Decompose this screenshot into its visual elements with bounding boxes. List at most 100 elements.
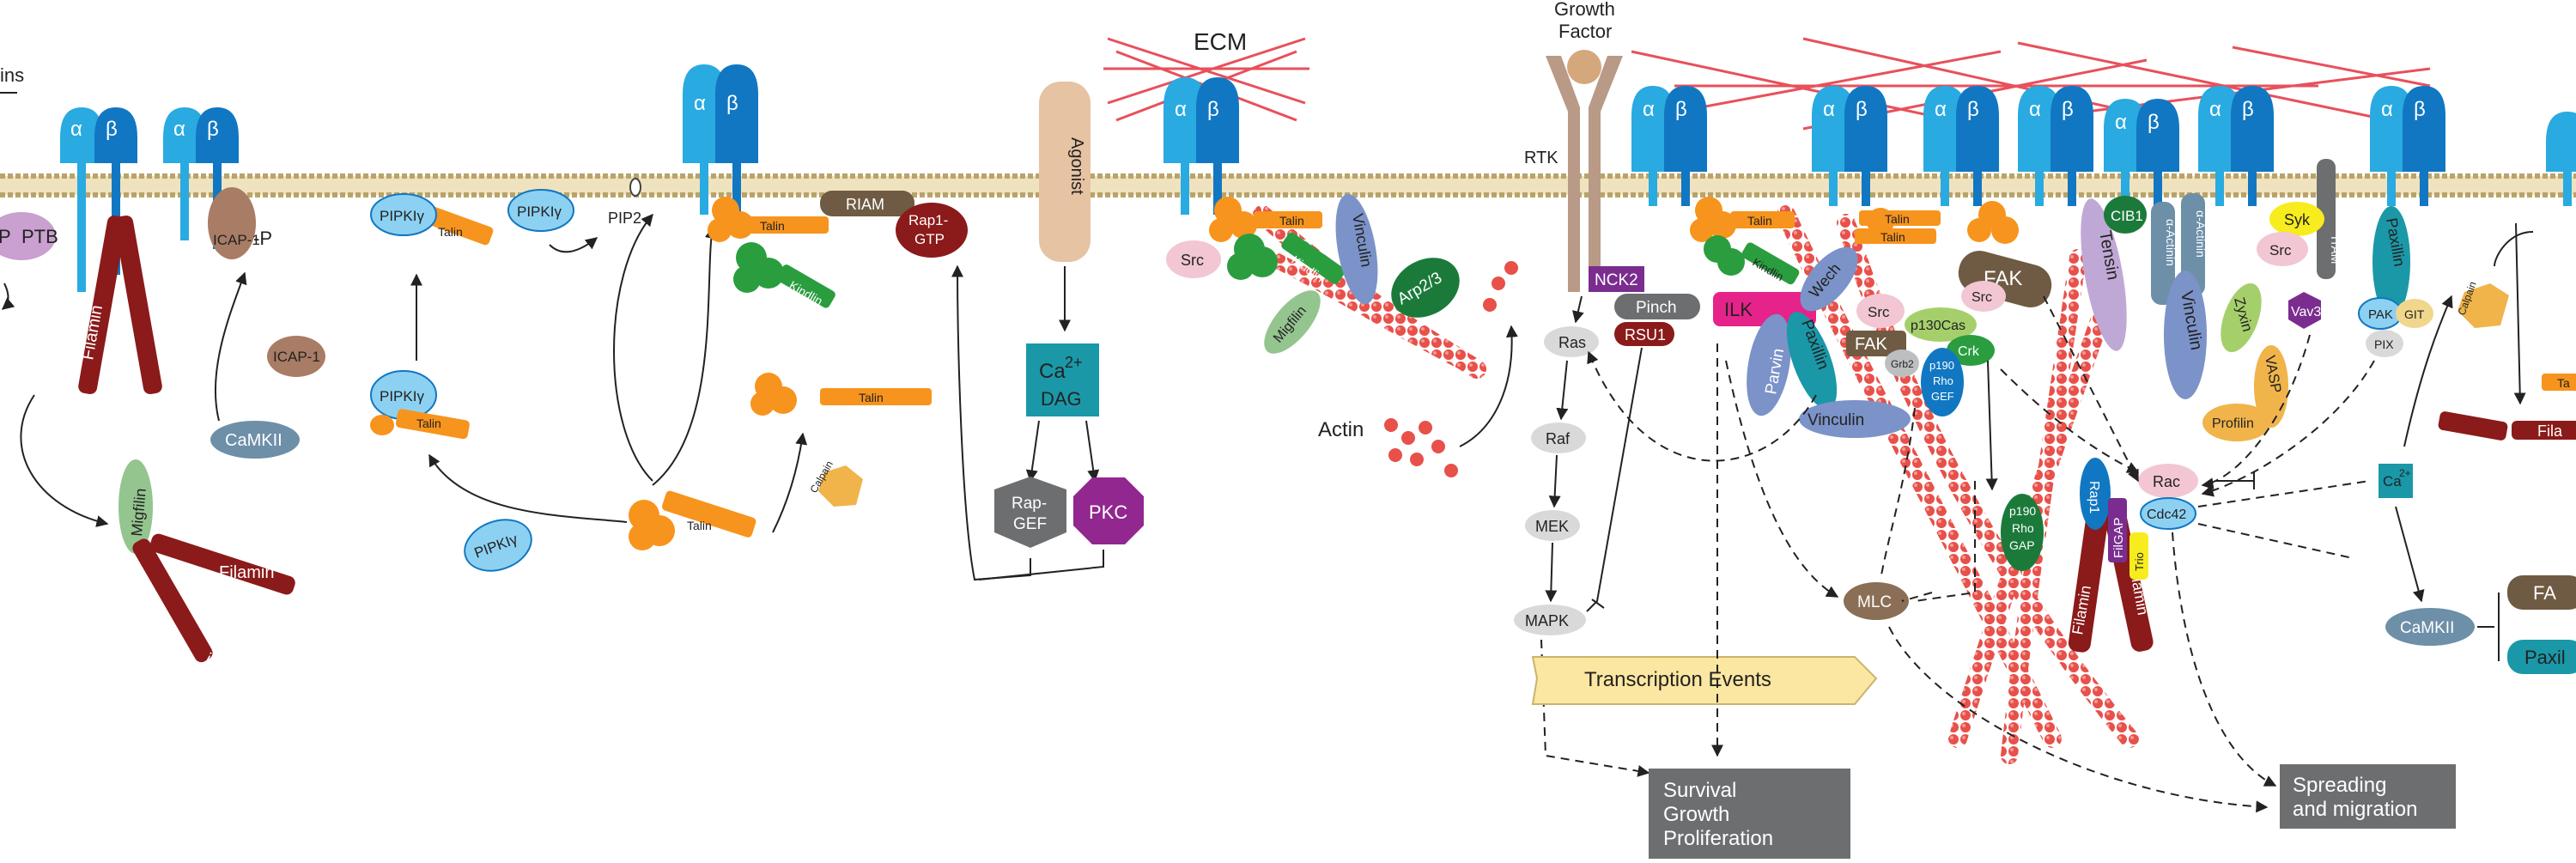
vinculin-right: Vinculin: [2164, 270, 2207, 399]
trio: Trio: [2129, 532, 2148, 580]
rsu1: RSU1: [1614, 322, 1674, 346]
ptb-label: PTB: [21, 226, 58, 247]
icap1-label: ICAP-1: [273, 349, 320, 365]
filamin-label: Fila: [2537, 422, 2563, 440]
filgap-label: FilGAP: [2111, 517, 2126, 558]
pip2-label: PIP2: [608, 210, 641, 227]
talin-label: Talin: [859, 391, 884, 404]
actin-label: Actin: [1318, 418, 1364, 441]
talin-label: Talin: [687, 519, 712, 532]
src-right: Src: [1856, 294, 1905, 328]
src-label: Src: [1868, 304, 1890, 320]
mlc-label: MLC: [1857, 593, 1892, 611]
migfilin-center: Migfilin: [1264, 290, 1321, 354]
integrin-1: α β: [60, 107, 137, 292]
fak-cut-right: FA: [2507, 575, 2576, 610]
integrin-2: α β: [163, 107, 239, 249]
src-label: Src: [2269, 242, 2292, 258]
mek: MEK: [1525, 510, 1580, 541]
spreading-label: Spreading: [2293, 774, 2386, 797]
git-label: GIT: [2404, 307, 2425, 321]
beta-label: β: [2148, 111, 2160, 134]
beta-label: β: [726, 92, 738, 115]
rsu1-label: RSU1: [1625, 326, 1666, 343]
p130cas-label: p130Cas: [1911, 319, 1965, 333]
rap1-right: Rap1: [2080, 458, 2111, 530]
vinculin-right-lower: Vinculin: [1799, 400, 1911, 438]
grb2: Grb2: [1885, 349, 1919, 377]
ras: Ras: [1544, 326, 1599, 357]
ca-dag-box: Ca 2+ DAG: [1026, 343, 1099, 416]
vinculin-label: Vinculin: [1807, 411, 1864, 429]
pipki-label: PIPKIγ: [380, 208, 424, 224]
trio-label: Trio: [2133, 552, 2146, 571]
agonist: Agonist: [1039, 82, 1091, 262]
wech: Wech: [1800, 246, 1858, 312]
camkii-label: CaMKII: [2400, 619, 2454, 637]
mek-label: MEK: [1535, 518, 1569, 535]
growth-label: Growth: [1663, 803, 1729, 826]
actinin-label: α-Actinin: [2194, 210, 2208, 258]
ca-superscript: 2+: [2399, 467, 2411, 479]
zyxin: Zyxin: [2221, 283, 2262, 353]
phospho-label: -P: [253, 228, 272, 249]
ca-label: Ca: [1039, 360, 1066, 383]
riam-label: RIAM: [846, 196, 884, 213]
filamin-cut-right: Fila: [2438, 411, 2576, 441]
talin-label: Talin: [1747, 214, 1772, 228]
beta-label: β: [1967, 98, 1979, 121]
calpain-left: Calpain: [807, 459, 863, 507]
rap1-gtp: Rap1- GTP: [896, 203, 968, 258]
gtp-label: GTP: [914, 231, 945, 247]
rac: Rac: [2138, 464, 2198, 498]
rac-label: Rac: [2153, 473, 2180, 490]
growth-factor-label-1: Growth: [1554, 0, 1615, 20]
paxillin-cut-right: Paxil: [2507, 640, 2576, 674]
itam-label: ITAM: [2329, 236, 2342, 264]
talin-label: Talin: [1880, 230, 1905, 244]
src-center: Src: [1166, 240, 1221, 278]
pipki-talin-top: Talin PIPKIγ: [370, 193, 494, 246]
cib1-label: CIB1: [2111, 208, 2143, 224]
ptb-domain: P PTB: [0, 212, 58, 260]
pinch-label: Pinch: [1636, 299, 1677, 317]
talin-center-bottom: Talin: [629, 490, 756, 550]
pak-label: PAK: [2368, 307, 2393, 322]
mapk: MAPK: [1514, 605, 1586, 635]
talin-kindlin-integrin4: Talin Kindlin: [1209, 197, 1346, 285]
crk-label: Crk: [1958, 344, 1980, 359]
gef-label: GEF: [1931, 390, 1954, 403]
nck2-label: NCK2: [1595, 271, 1638, 289]
riam: RIAM: [820, 191, 914, 216]
fak-label: FA: [2533, 582, 2556, 604]
plasma-membrane: [0, 173, 2576, 198]
icap1: ICAP-1: [267, 336, 325, 377]
actinin-label: α-Actinin: [2164, 219, 2178, 266]
talin-label: Talin: [1279, 214, 1304, 228]
src-right-2: Src: [1961, 281, 2006, 312]
gap-label: GAP: [2009, 538, 2035, 552]
alpha-label: α: [1823, 98, 1835, 121]
p190-label: p190: [1929, 359, 1954, 372]
cib1: CIB1: [2104, 196, 2147, 234]
rho-label: Rho: [1933, 374, 1953, 387]
talin-label: Talin: [1885, 212, 1910, 226]
beta-label: β: [106, 118, 118, 141]
agonist-label: Agonist: [1067, 137, 1086, 195]
parvin: Parvin: [1747, 313, 1791, 416]
paxillin-label: Paxil: [2524, 647, 2566, 668]
beta-label: β: [1207, 98, 1219, 121]
beta-label: β: [1856, 98, 1868, 121]
ras-label: Ras: [1558, 334, 1586, 351]
camkii-right: CaMKII: [2385, 608, 2475, 646]
ca-label: Ca: [2383, 473, 2402, 489]
alpha-label: α: [694, 92, 706, 115]
ecm-label: ECM: [1194, 28, 1247, 55]
src-label: Src: [1181, 252, 1204, 269]
ca-right: Ca 2+: [2379, 464, 2413, 498]
cut-label-ins: ins: [0, 64, 24, 86]
cdc42-label: Cdc42: [2147, 507, 2186, 522]
syk-src-itam: ITAM Syk Src: [2257, 159, 2342, 279]
camkii-label: CaMKII: [225, 431, 283, 450]
